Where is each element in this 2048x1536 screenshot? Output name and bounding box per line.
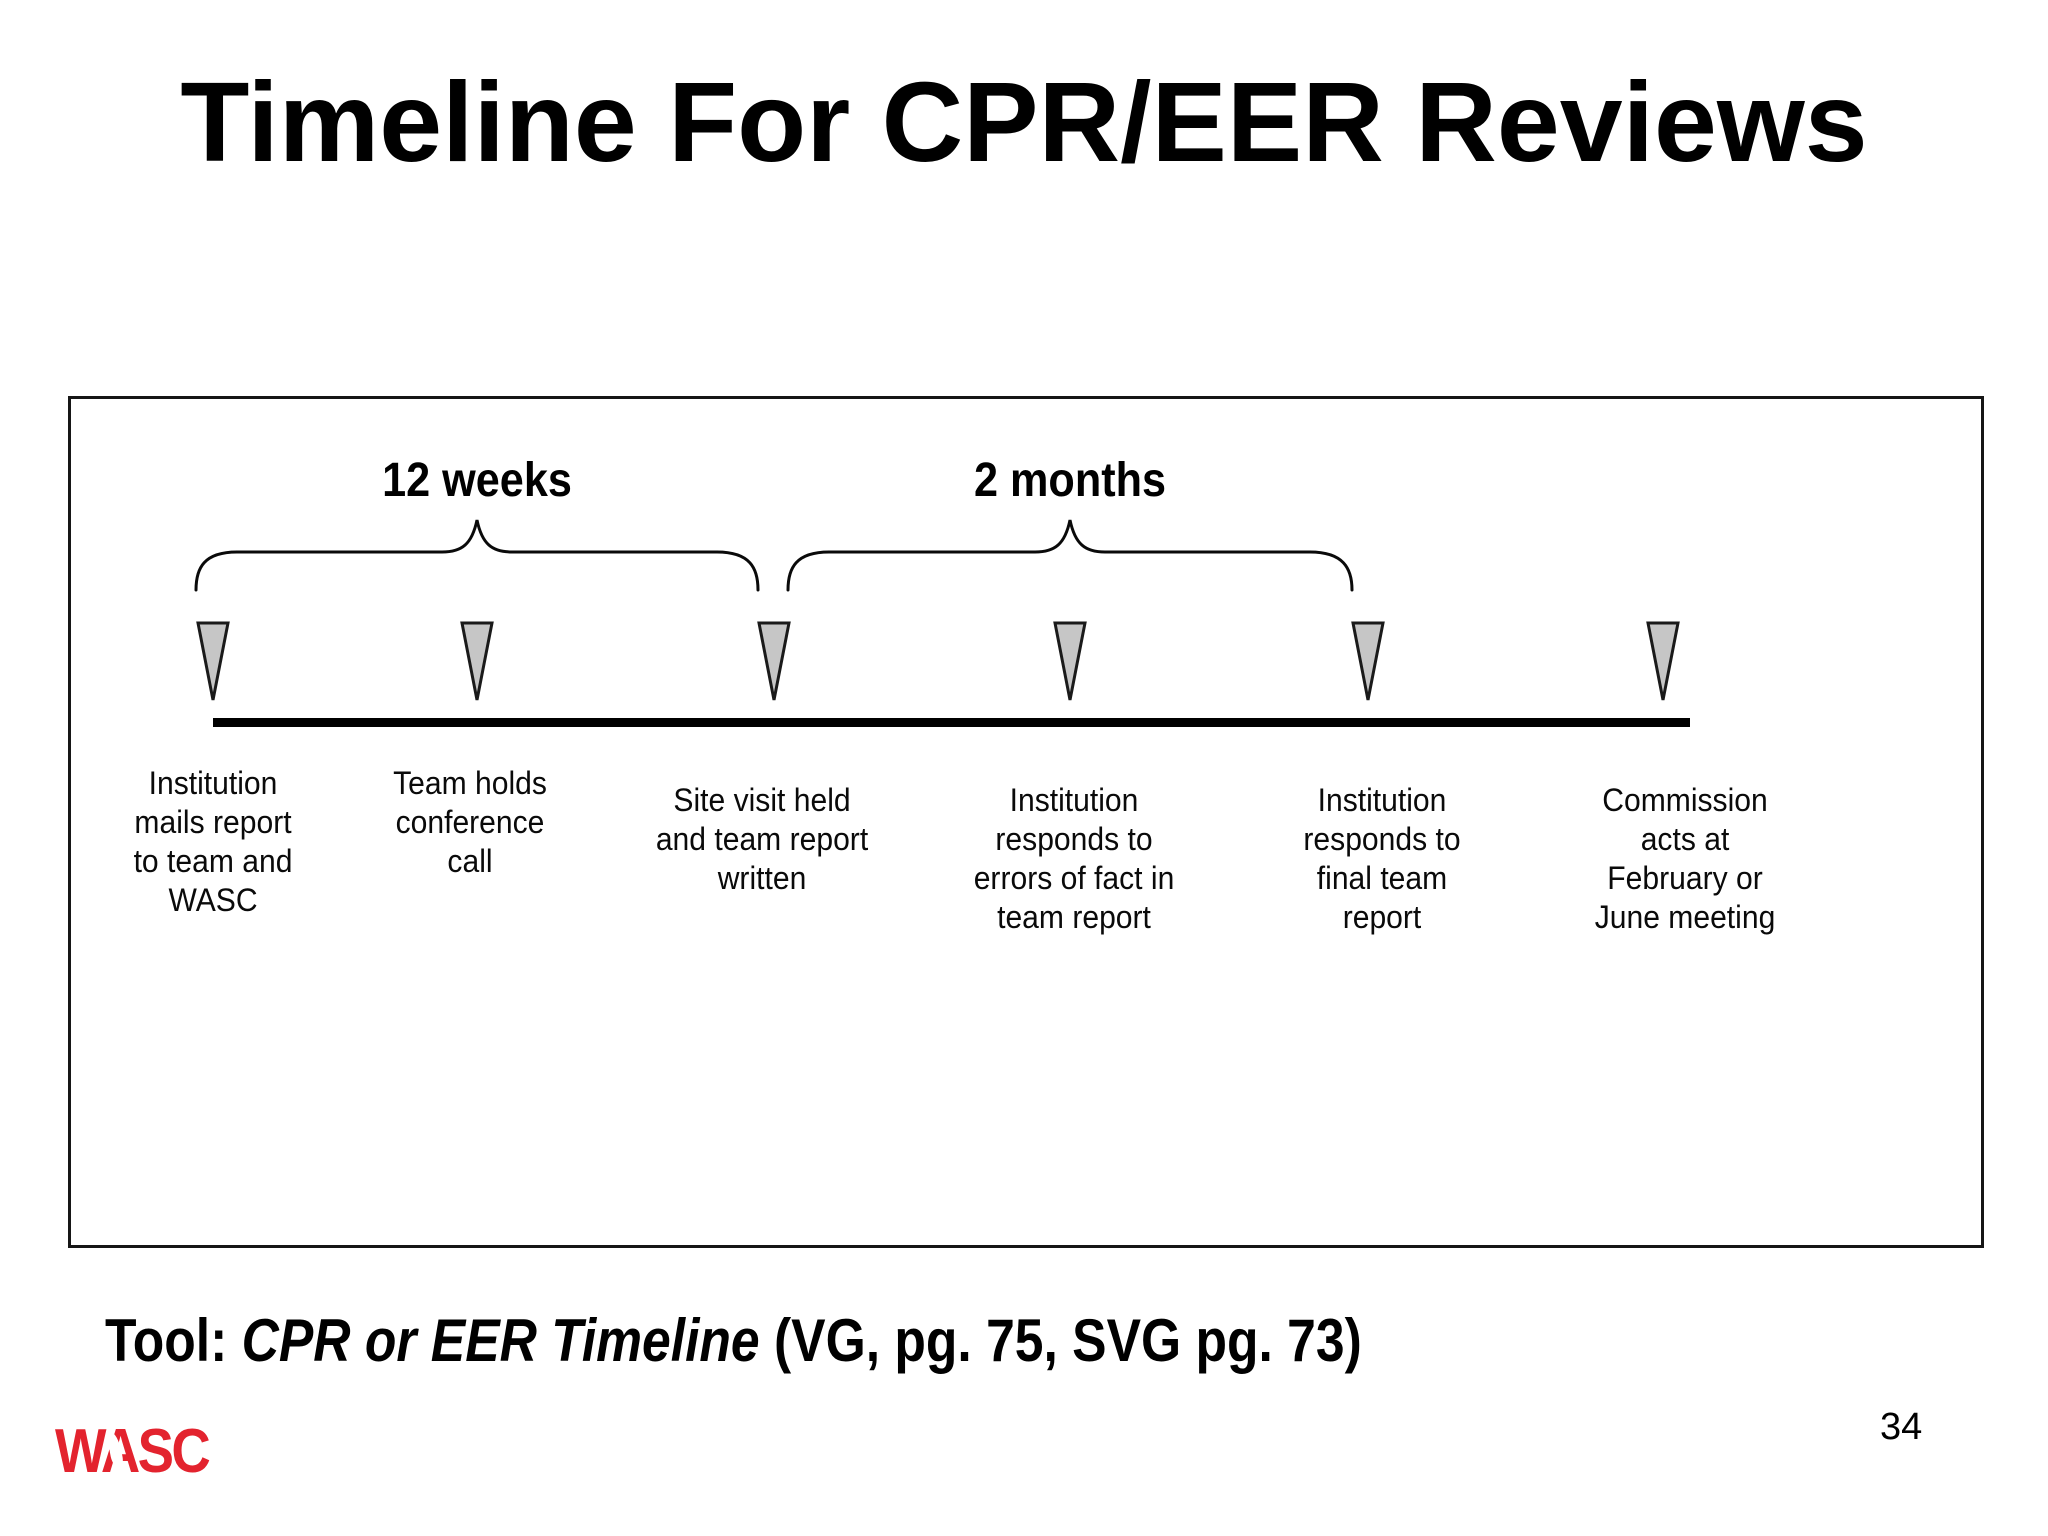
- event-label-institution-mails-report: Institution mails report to team and WAS…: [134, 764, 293, 920]
- event-label-site-visit: Site visit held and team report written: [656, 781, 868, 898]
- event-label-line: errors of fact in: [973, 860, 1175, 896]
- event-marker-icon: [757, 621, 791, 701]
- event-label-line: Institution: [148, 765, 278, 801]
- event-label-line: responds to: [1303, 821, 1461, 857]
- tool-note-prefix: Tool:: [105, 1307, 242, 1374]
- timeline-axis-line: [213, 718, 1690, 727]
- event-label-team-conference-call: Team holds conference call: [393, 764, 547, 881]
- footer-tool-note: Tool: CPR or EER Timeline (VG, pg. 75, S…: [105, 1308, 1362, 1374]
- event-marker-icon: [1646, 621, 1680, 701]
- event-label-errors-of-fact: Institution responds to errors of fact i…: [974, 781, 1175, 937]
- event-marker-icon: [1053, 621, 1087, 701]
- wasc-logo: WASC: [55, 1417, 211, 1486]
- event-label-line: Institution: [1317, 782, 1447, 818]
- event-label-line: Institution: [1009, 782, 1139, 818]
- event-marker-icon: [196, 621, 230, 701]
- duration-label-12-weeks: 12 weeks: [382, 454, 572, 507]
- timeline-graphics: [194, 519, 1690, 727]
- event-label-line: mails report: [134, 804, 292, 840]
- event-label-line: Site visit held: [673, 782, 851, 818]
- event-label-line: and team report: [655, 821, 869, 857]
- tool-note-reference: (VG, pg. 75, SVG pg. 73): [759, 1307, 1362, 1374]
- event-label-commission-acts: Commission acts at February or June meet…: [1595, 781, 1776, 937]
- event-label-line: WASC: [168, 882, 258, 918]
- event-label-line: report: [1342, 899, 1422, 935]
- event-label-line: June meeting: [1594, 899, 1776, 935]
- duration-brace-icon: [786, 519, 1354, 592]
- event-label-final-team-report: Institution responds to final team repor…: [1303, 781, 1460, 937]
- timeline-diagram-box: 12 weeks 2 months Institution mails repo…: [68, 396, 1984, 1248]
- event-marker-icon: [460, 621, 494, 701]
- event-label-line: Team holds: [393, 765, 547, 801]
- duration-brace-icon: [194, 519, 760, 592]
- event-label-line: written: [717, 860, 807, 896]
- event-label-line: team report: [997, 899, 1151, 935]
- event-label-line: call: [447, 843, 493, 879]
- wasc-logo-text: WASC: [55, 1417, 211, 1486]
- event-label-line: to team and: [133, 843, 293, 879]
- event-marker-icon: [1351, 621, 1385, 701]
- event-label-line: Commission: [1602, 782, 1768, 818]
- page-title: Timeline For CPR/EER Reviews: [180, 59, 1868, 185]
- event-label-line: conference: [395, 804, 545, 840]
- event-label-line: responds to: [995, 821, 1153, 857]
- duration-label-2-months: 2 months: [973, 454, 1167, 507]
- event-label-line: February or: [1607, 860, 1763, 896]
- event-label-line: final team: [1316, 860, 1448, 896]
- tool-note-title: CPR or EER Timeline: [241, 1307, 760, 1374]
- event-label-line: acts at: [1640, 821, 1730, 857]
- page-number: 34: [1880, 1406, 1923, 1448]
